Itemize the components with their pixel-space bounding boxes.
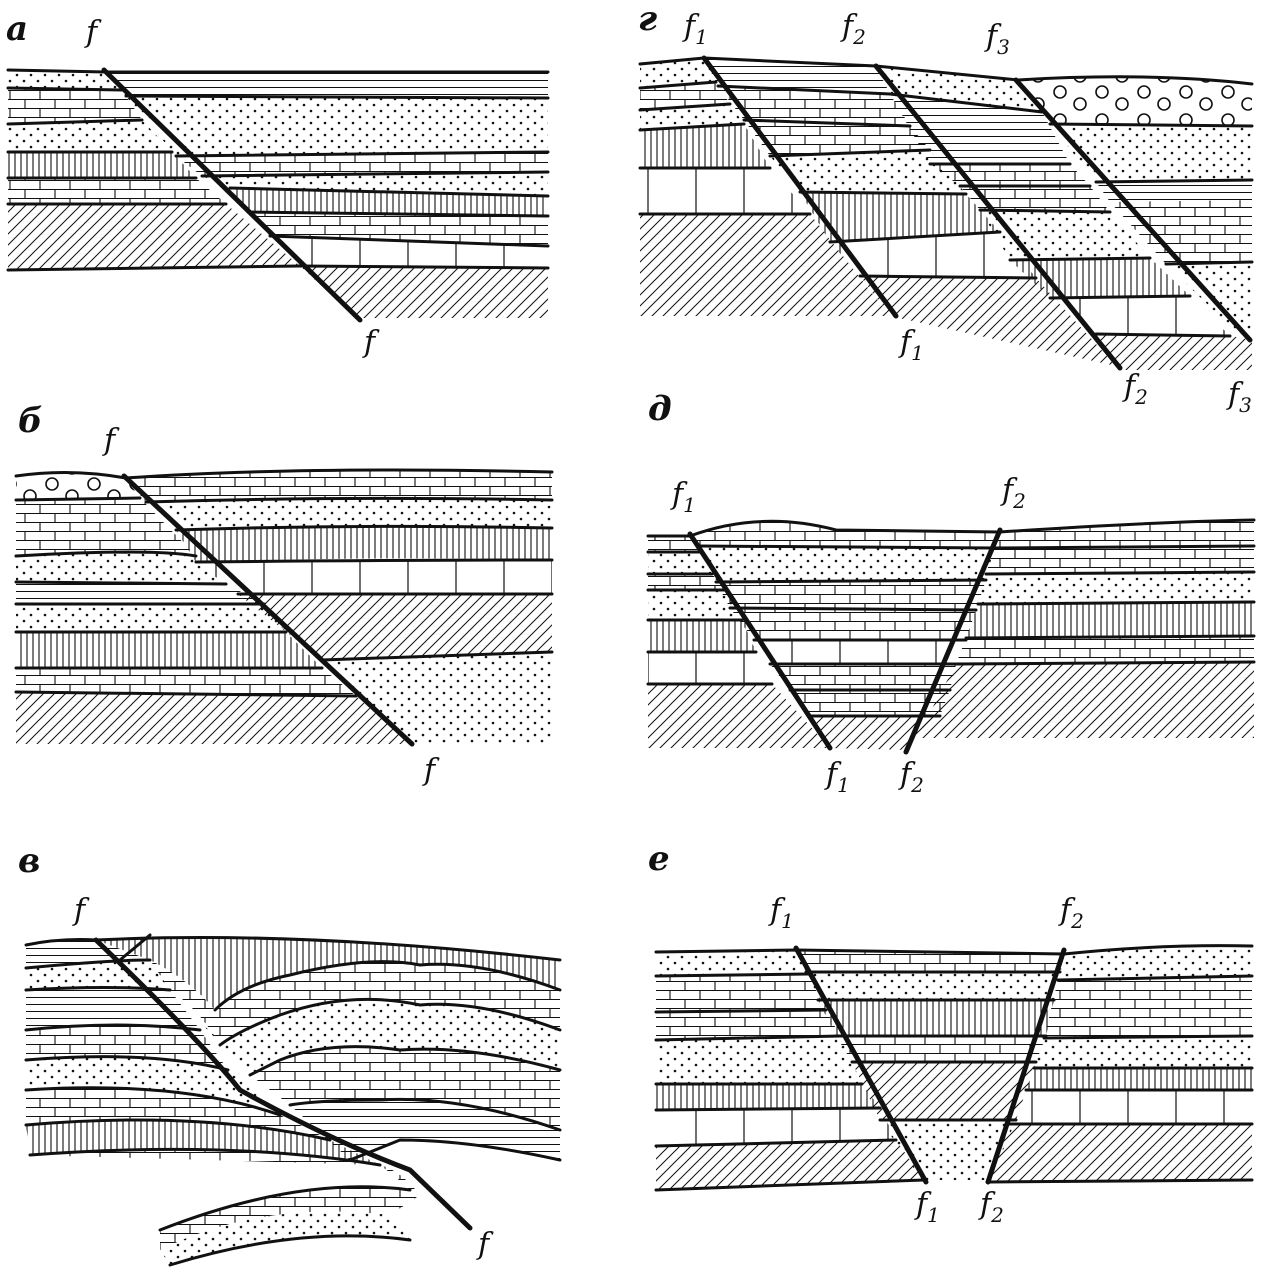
- panel-v-fault-bottom-label: f: [476, 1227, 494, 1262]
- panel-a-left-block: [8, 70, 300, 270]
- svg-text:f3: f3: [1226, 377, 1252, 417]
- svg-text:f1: f1: [914, 1187, 940, 1227]
- panel-v-fault-line: [93, 937, 473, 1231]
- panel-a: а f f: [6, 9, 550, 360]
- panel-e-right-block: [990, 945, 1252, 1182]
- panel-d-fault-1-line: [687, 531, 833, 751]
- panel-d-graben-block: [690, 521, 1000, 750]
- svg-text:f2: f2: [978, 1187, 1004, 1227]
- panel-v-label: в: [18, 841, 40, 881]
- svg-text:f2: f2: [1122, 369, 1148, 409]
- panel-d-fault-2-top-label: f2: [1000, 473, 1026, 513]
- svg-text:f2: f2: [1000, 473, 1026, 513]
- panel-d-label: д: [648, 389, 672, 429]
- svg-text:f1: f1: [768, 893, 794, 933]
- panel-g: г f1 f2 f3 f1 f2 f3: [638, 0, 1254, 417]
- panel-d-fault-1-top-label: f1: [670, 477, 696, 517]
- panel-d-left-block: [648, 536, 830, 748]
- panel-a-boundaries: [6, 68, 550, 272]
- panel-d-fault-2-line: [903, 527, 1003, 755]
- panel-e-fault-1-top-label: f1: [768, 893, 794, 933]
- panel-g-fault-2-top-label: f2: [840, 9, 866, 49]
- panel-e-fault-1-bottom-label: f1: [914, 1187, 940, 1227]
- panel-b-label: б: [18, 401, 43, 441]
- panel-v: в f f: [18, 841, 562, 1267]
- panel-g-fault-2-bottom-label: f2: [1122, 369, 1148, 409]
- panel-g-fault-2-line: [873, 63, 1123, 371]
- svg-text:f2: f2: [840, 9, 866, 49]
- panel-v-boundaries: [24, 933, 562, 1267]
- panel-g-fault-1-top-label: f1: [682, 9, 708, 49]
- svg-text:f3: f3: [984, 19, 1010, 59]
- panel-d-fault-1-bottom-label: f1: [824, 757, 850, 797]
- panel-g-block-1: [640, 58, 890, 316]
- panel-a-fault-bottom-label: f: [362, 325, 380, 360]
- svg-text:f2: f2: [898, 757, 924, 797]
- panel-g-fault-1-line: [701, 55, 899, 319]
- panel-d-fault-2-bottom-label: f2: [898, 757, 924, 797]
- svg-text:f1: f1: [670, 477, 696, 517]
- svg-text:f1: f1: [898, 325, 924, 365]
- svg-text:f2: f2: [1058, 893, 1084, 933]
- panel-e-label: е: [648, 839, 670, 879]
- panel-e-left-block: [656, 950, 924, 1190]
- panel-g-block-3: [876, 66, 1252, 370]
- panel-g-label: г: [638, 0, 657, 39]
- panel-g-fault-3-top-label: f3: [984, 19, 1010, 59]
- panel-v-fault-top-label: f: [72, 893, 90, 928]
- panel-e: е f1 f2 f1 f2: [648, 839, 1254, 1227]
- panel-d-right-block: [916, 520, 1254, 738]
- panel-g-block-4: [1018, 76, 1252, 336]
- panel-e-fault-2-bottom-label: f2: [978, 1187, 1004, 1227]
- panel-v-hanging-wall: [96, 937, 560, 1160]
- panel-a-right-block: [106, 72, 548, 318]
- panel-e-fault-2-line: [985, 947, 1067, 1185]
- panel-a-fault-top-label: f: [84, 15, 102, 50]
- panel-a-fault-line: [101, 67, 363, 323]
- panel-e-fault-2-top-label: f2: [1058, 893, 1084, 933]
- panel-g-fault-3-bottom-label: f3: [1226, 377, 1252, 417]
- panel-e-fault-1-line: [793, 945, 929, 1185]
- svg-text:f1: f1: [682, 9, 708, 49]
- panel-g-fault-1-bottom-label: f1: [898, 325, 924, 365]
- panel-b-fault-line: [121, 473, 415, 747]
- panel-d-boundaries: [646, 518, 1256, 718]
- panel-b-fault-top-label: f: [102, 423, 120, 458]
- panel-b-boundaries: [14, 468, 554, 698]
- panel-b: б f f: [14, 401, 554, 788]
- panel-b-right-block: [126, 470, 552, 744]
- panel-d: д f1 f2 f1 f2: [646, 389, 1256, 797]
- svg-text:f1: f1: [824, 757, 850, 797]
- panel-b-left-block: [16, 472, 410, 744]
- panel-a-label: а: [6, 9, 28, 49]
- panel-b-fault-bottom-label: f: [422, 753, 440, 788]
- panel-g-fault-3-line: [1013, 77, 1253, 343]
